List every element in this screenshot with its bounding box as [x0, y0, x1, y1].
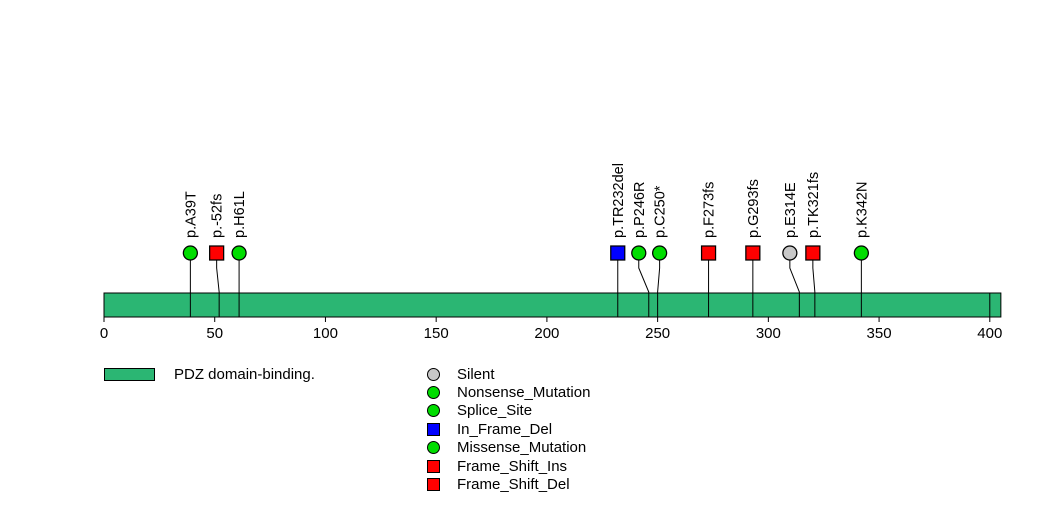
- legend-item: Splice_Site: [427, 402, 590, 420]
- legend-item: In_Frame_Del: [427, 420, 590, 438]
- mutation-marker: [631, 245, 647, 261]
- legend-item-label: Nonsense_Mutation: [457, 384, 591, 402]
- legend-item: Frame_Shift_Ins: [427, 457, 590, 475]
- legend-item: Silent: [427, 365, 590, 383]
- lollipop-stem: [789, 260, 800, 317]
- axis-tick-label: 50: [206, 325, 223, 342]
- mutation-marker: [182, 245, 198, 261]
- domain-rect: [103, 292, 991, 318]
- legend-square-icon: [427, 459, 440, 473]
- mutation-marker: [805, 245, 821, 261]
- mutation-label: p.TK321fs: [806, 172, 822, 238]
- mutation-marker: [745, 245, 761, 261]
- mutation-label: p.F273fs: [702, 182, 718, 238]
- mutation-label: p.C250*: [653, 185, 669, 238]
- axis-tick-label: 250: [645, 325, 670, 342]
- legend-item-label: Silent: [457, 365, 495, 383]
- lollipop-stem: [657, 260, 661, 317]
- legend-item: Missense_Mutation: [427, 439, 590, 457]
- axis-tick-label: 350: [867, 325, 892, 342]
- mutation-label: p.K342N: [854, 182, 870, 238]
- legend-item-label: In_Frame_Del: [457, 420, 553, 438]
- mutation-marker: [652, 245, 668, 261]
- legend-item: Frame_Shift_Del: [427, 475, 590, 493]
- mutation-marker: [782, 245, 798, 261]
- legend-item: Nonsense_Mutation: [427, 383, 590, 401]
- legend-circle-icon: [427, 441, 440, 455]
- legend-square-icon: [427, 478, 440, 492]
- axis-tick-label: 200: [534, 325, 559, 342]
- mutation-label: p.TR232del: [611, 163, 627, 238]
- legend-item-label: Missense_Mutation: [457, 439, 587, 457]
- mutation-marker: [700, 245, 717, 261]
- axis-tick-label: 300: [756, 325, 781, 342]
- mutation-marker: [853, 245, 869, 261]
- mutation-marker: [209, 245, 225, 261]
- legend-item-label: Splice_Site: [457, 402, 533, 420]
- domain-legend-swatch: [104, 368, 155, 381]
- legend-circle-icon: [427, 404, 440, 418]
- axis-tick-label: 400: [977, 325, 1002, 342]
- lollipop-stem: [812, 260, 816, 317]
- lollipop-stem: [216, 260, 220, 317]
- domain-legend: PDZ domain-binding.: [104, 366, 315, 383]
- mutation-label: p.A39T: [183, 191, 199, 238]
- legend-circle-icon: [427, 386, 440, 400]
- axis-tick-label: 100: [313, 325, 338, 342]
- domain-legend-label: PDZ domain-binding.: [174, 366, 315, 383]
- legend-square-icon: [427, 422, 440, 436]
- legend-item-label: Frame_Shift_Del: [457, 476, 570, 494]
- mutation-label: p.E314E: [783, 182, 799, 238]
- axis-tick-label: 0: [100, 325, 108, 342]
- mutation-label: p.P246R: [632, 182, 648, 238]
- mutation-label: p.-52fs: [210, 194, 226, 238]
- lollipop-stem: [638, 260, 650, 317]
- mutation-label: p.H61L: [232, 191, 248, 238]
- mutation-marker: [231, 245, 247, 261]
- legend-circle-icon: [427, 367, 440, 381]
- mutation-label: p.G293fs: [746, 179, 762, 238]
- mutation-marker: [610, 245, 626, 261]
- legend-item-label: Frame_Shift_Ins: [457, 457, 568, 475]
- axis-tick-label: 150: [424, 325, 449, 342]
